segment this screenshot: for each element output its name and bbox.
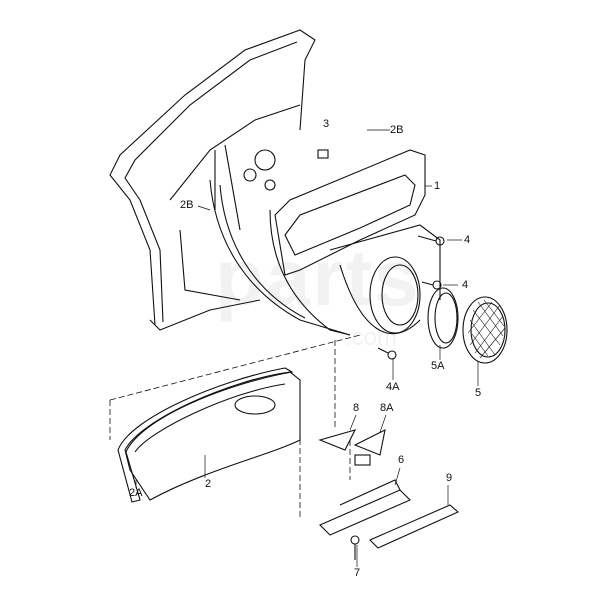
trim-piece-8A bbox=[353, 429, 386, 456]
speaker-ring bbox=[369, 256, 459, 349]
label-2A: 2A bbox=[129, 487, 143, 499]
door-body-frame bbox=[109, 29, 316, 331]
label-5A: 5A bbox=[431, 360, 445, 372]
watermark: parts bbox=[215, 233, 421, 322]
label-5: 5 bbox=[475, 387, 482, 399]
label-4-upper: 4 bbox=[464, 234, 471, 246]
leader-lines bbox=[109, 334, 361, 520]
label-2: 2 bbox=[205, 478, 212, 490]
label-4-lower: 4 bbox=[462, 279, 469, 291]
screw-7 bbox=[350, 535, 360, 560]
label-2B-left: 2B bbox=[180, 199, 194, 211]
label-6: 6 bbox=[398, 454, 405, 466]
label-7: 7 bbox=[354, 567, 361, 579]
door-trim-panel bbox=[117, 367, 301, 503]
door-inner-panel bbox=[274, 149, 441, 335]
screw-4-upper bbox=[417, 235, 445, 246]
label-leaders bbox=[135, 129, 479, 567]
trim-piece-8 bbox=[318, 429, 357, 451]
label-8: 8 bbox=[353, 402, 360, 414]
door-seal bbox=[209, 179, 351, 336]
trim-strip-9 bbox=[369, 504, 460, 549]
watermark-sub: .com bbox=[345, 324, 398, 351]
label-2B-top: 2B bbox=[390, 124, 404, 136]
speaker-grille bbox=[462, 296, 508, 364]
label-9: 9 bbox=[446, 472, 453, 484]
label-1: 1 bbox=[434, 180, 441, 192]
label-4A: 4A bbox=[386, 381, 400, 393]
handle-bracket bbox=[319, 454, 411, 536]
screw-4A bbox=[377, 347, 397, 360]
clip-3 bbox=[317, 149, 329, 159]
screw-4-lower bbox=[421, 280, 442, 290]
label-3: 3 bbox=[323, 118, 330, 130]
label-8A: 8A bbox=[380, 402, 394, 414]
